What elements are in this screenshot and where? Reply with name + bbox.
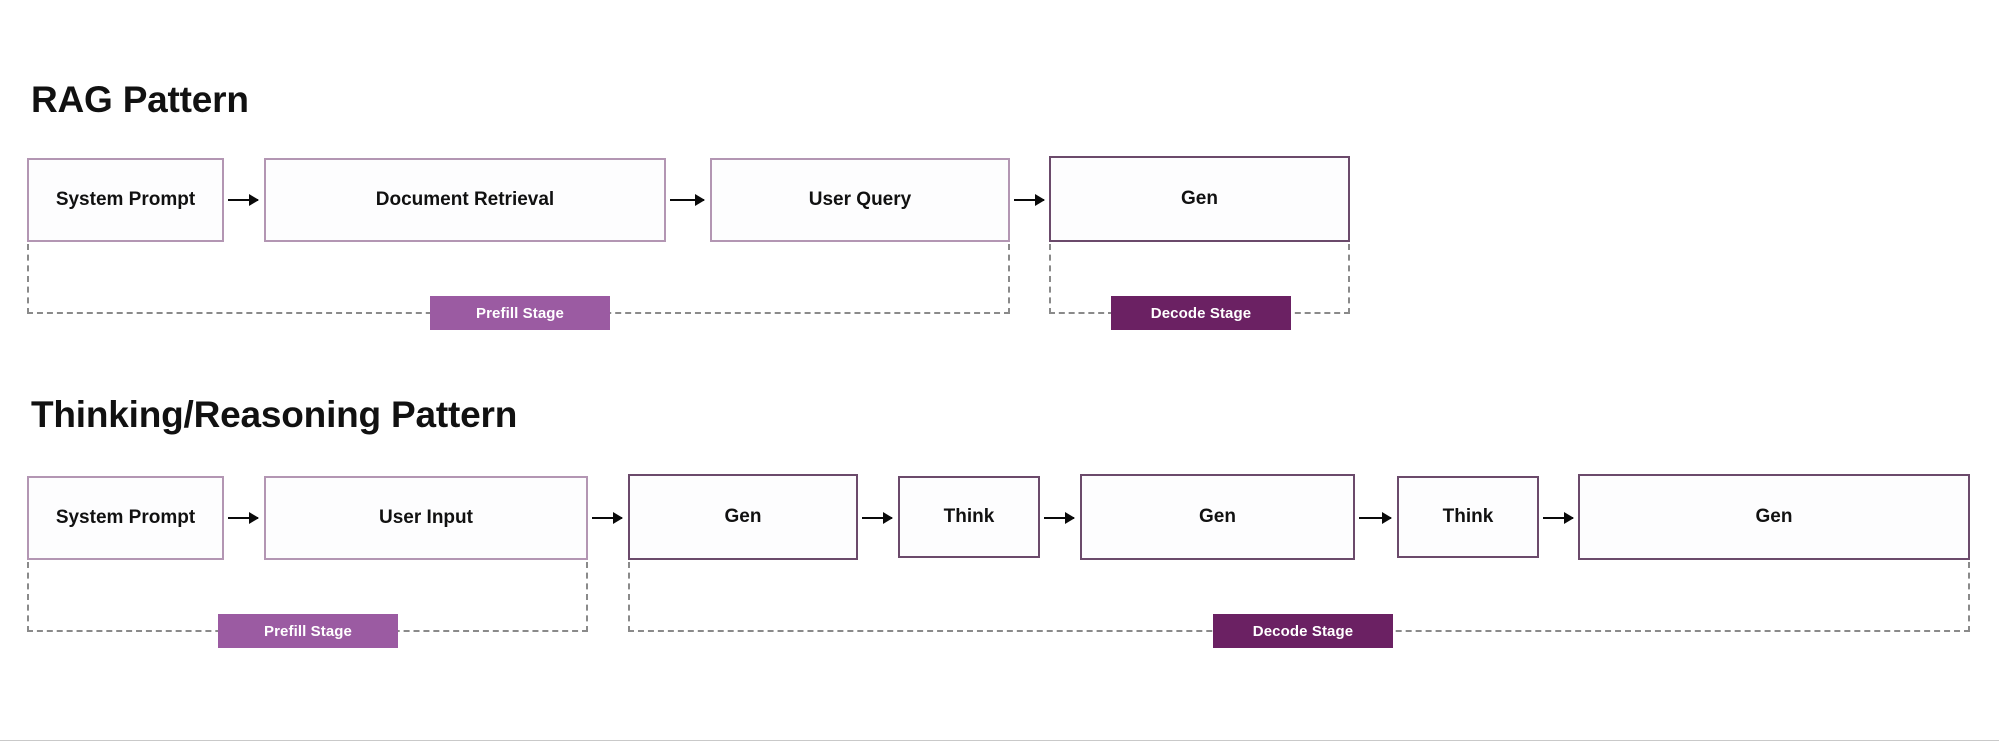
stage-badge-label: Decode Stage xyxy=(1150,304,1252,322)
node-label: Document Retrieval xyxy=(375,189,555,210)
node-label: Gen xyxy=(724,506,762,527)
section-title-thinking: Thinking/Reasoning Pattern xyxy=(31,394,518,435)
node-label: Gen xyxy=(1181,188,1218,209)
stage-badge-prefill-rag[interactable]: Prefill Stage xyxy=(430,296,610,330)
arrow-thinking-6 xyxy=(1543,512,1574,524)
node-label: User Query xyxy=(808,189,912,210)
stage-badge-decode-thinking[interactable]: Decode Stage xyxy=(1213,614,1393,648)
node-user-input[interactable]: User Input xyxy=(264,476,588,560)
node-think-2-thinking[interactable]: Think xyxy=(1397,476,1539,558)
arrow-thinking-4 xyxy=(1044,512,1075,524)
arrow-rag-1 xyxy=(228,194,259,206)
stage-badge-prefill-thinking[interactable]: Prefill Stage xyxy=(218,614,398,648)
stage-badge-label: Decode Stage xyxy=(1252,622,1354,640)
node-label: System Prompt xyxy=(55,189,196,210)
node-gen-3-thinking[interactable]: Gen xyxy=(1578,474,1970,560)
arrow-thinking-2 xyxy=(592,512,623,524)
node-system-prompt-rag[interactable]: System Prompt xyxy=(27,158,224,242)
node-document-retrieval[interactable]: Document Retrieval xyxy=(264,158,666,242)
arrow-rag-3 xyxy=(1014,194,1045,206)
node-system-prompt-thinking[interactable]: System Prompt xyxy=(27,476,224,560)
arrow-thinking-3 xyxy=(862,512,893,524)
node-think-1-thinking[interactable]: Think xyxy=(898,476,1040,558)
node-label: Gen xyxy=(1199,506,1236,527)
node-user-query[interactable]: User Query xyxy=(710,158,1010,242)
node-label: Gen xyxy=(1755,506,1793,527)
stage-badge-label: Prefill Stage xyxy=(476,304,564,322)
node-label: Think xyxy=(1442,506,1494,527)
node-label: User Input xyxy=(379,507,473,528)
node-label: System Prompt xyxy=(55,507,196,528)
node-gen-rag[interactable]: Gen xyxy=(1049,156,1350,242)
section-title-rag: RAG Pattern xyxy=(31,79,249,120)
node-gen-2-thinking[interactable]: Gen xyxy=(1080,474,1355,560)
stage-badge-decode-rag[interactable]: Decode Stage xyxy=(1111,296,1291,330)
stage-badge-label: Prefill Stage xyxy=(264,622,352,640)
arrow-thinking-1 xyxy=(228,512,259,524)
arrow-rag-2 xyxy=(670,194,705,206)
arrow-thinking-5 xyxy=(1359,512,1392,524)
node-gen-1-thinking[interactable]: Gen xyxy=(628,474,858,560)
node-label: Think xyxy=(943,506,995,527)
